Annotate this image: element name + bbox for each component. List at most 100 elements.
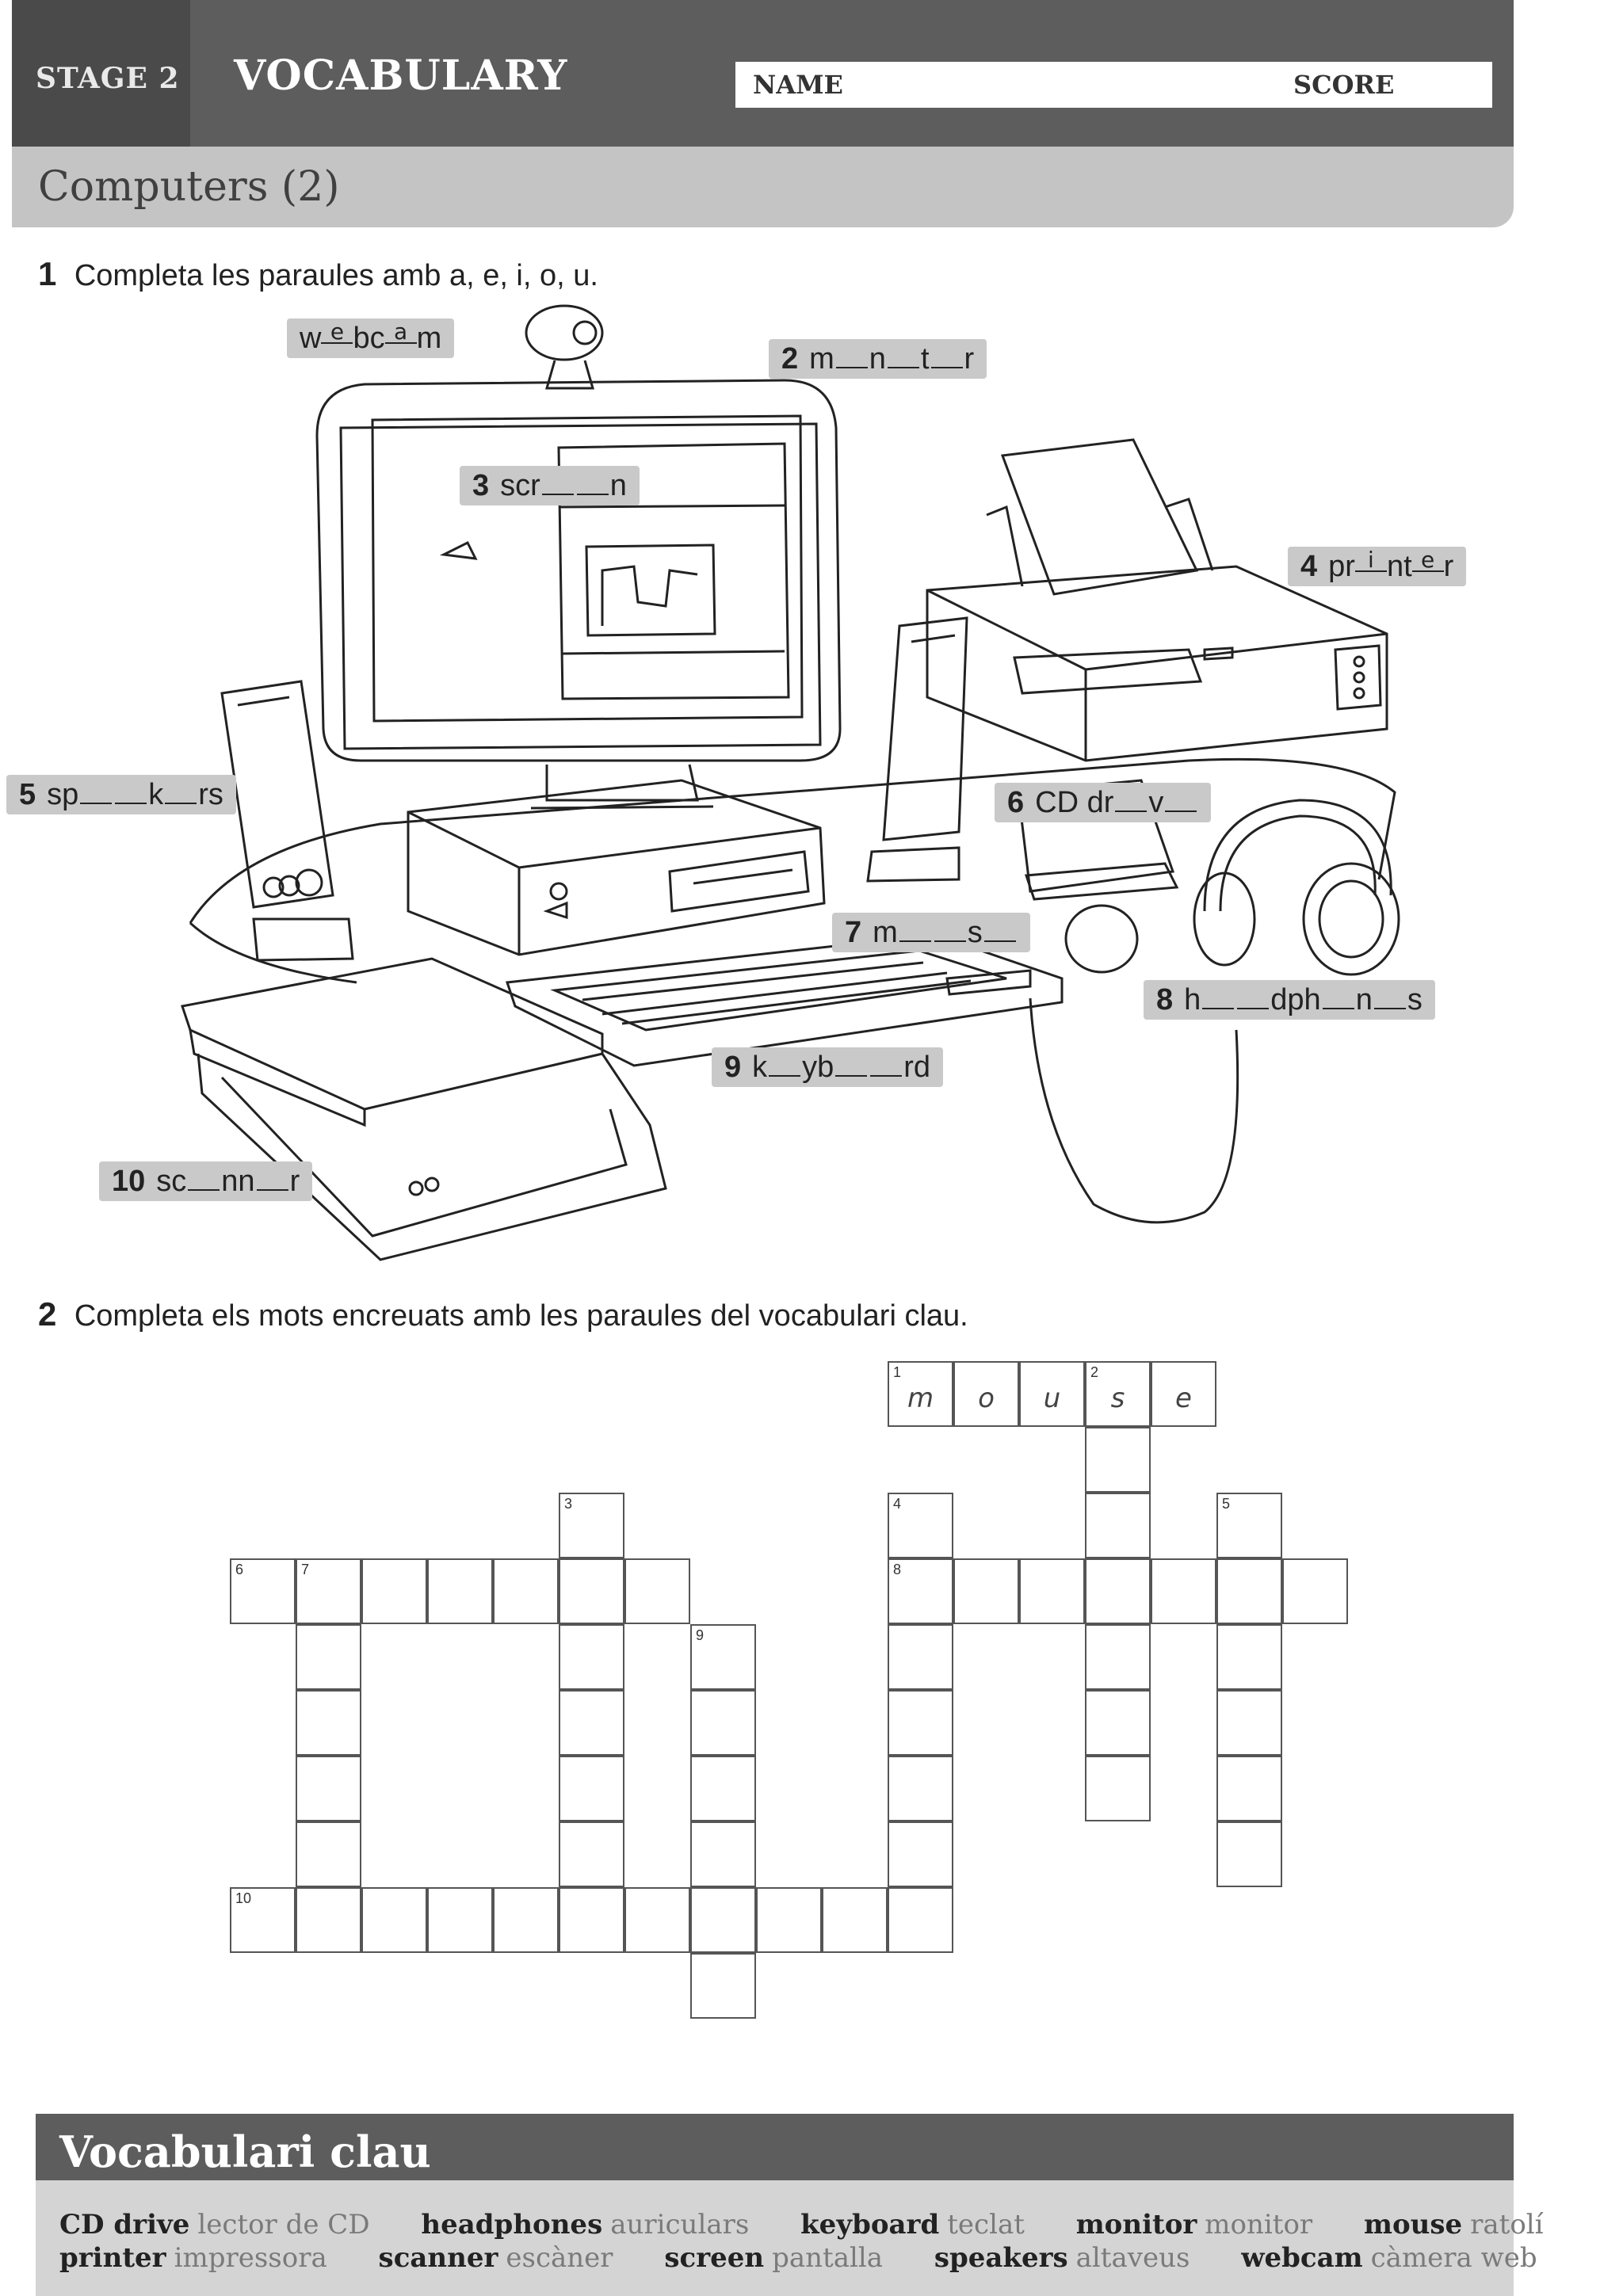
- vocabulary-list: [36, 2180, 1514, 2296]
- crossword-cell[interactable]: [559, 1558, 624, 1624]
- crossword-cell[interactable]: [1216, 1690, 1282, 1756]
- crossword-cell[interactable]: [361, 1558, 427, 1624]
- crossword-cell[interactable]: [1085, 1493, 1151, 1558]
- stage-label: STAGE 2: [36, 62, 180, 95]
- crossword-cell[interactable]: [1282, 1558, 1348, 1624]
- right-speaker-drawing: [866, 616, 968, 883]
- headphones-drawing: [1193, 799, 1400, 976]
- crossword-cell[interactable]: [756, 1887, 822, 1953]
- crossword-cell[interactable]: [690, 1756, 756, 1821]
- crossword-cell[interactable]: [493, 1887, 559, 1953]
- crossword-cell[interactable]: [690, 1690, 756, 1756]
- monitor-drawing: [315, 379, 842, 810]
- crossword-cell[interactable]: 7: [296, 1558, 361, 1624]
- scanner-drawing: [181, 957, 667, 1261]
- exercise-1-heading: 1 Completa les paraules amb a, e, i, o, …: [38, 255, 598, 293]
- crossword-cell[interactable]: [296, 1756, 361, 1821]
- clue-number: 3: [564, 1496, 573, 1512]
- crossword-cell[interactable]: [1085, 1690, 1151, 1756]
- clue-number: 4: [893, 1496, 902, 1512]
- crossword-cell[interactable]: [888, 1821, 953, 1887]
- filled-letter: u: [1043, 1383, 1061, 1414]
- crossword-cell[interactable]: [1216, 1624, 1282, 1690]
- crossword-cell[interactable]: [296, 1887, 361, 1953]
- crossword-cell[interactable]: [1085, 1624, 1151, 1690]
- crossword-cell[interactable]: 6: [230, 1558, 296, 1624]
- exercise-2-instruction: Completa els mots encreuats amb les para…: [74, 1299, 968, 1333]
- crossword-cell[interactable]: 5: [1216, 1493, 1282, 1558]
- crossword-cell[interactable]: [690, 1821, 756, 1887]
- crossword-cell[interactable]: [296, 1690, 361, 1756]
- crossword-cell[interactable]: [1019, 1558, 1085, 1624]
- crossword-cell[interactable]: [624, 1887, 690, 1953]
- crossword-cell[interactable]: [559, 1821, 624, 1887]
- crossword-cell[interactable]: [1216, 1756, 1282, 1821]
- filled-letter: e: [1175, 1383, 1192, 1414]
- crossword-cell[interactable]: 9: [690, 1624, 756, 1690]
- vocabulary-header: [36, 2114, 1514, 2183]
- crossword-cell[interactable]: 8: [888, 1558, 953, 1624]
- clue-number: 1: [893, 1364, 902, 1380]
- crossword-cell[interactable]: [559, 1624, 624, 1690]
- clue-number: 5: [1222, 1496, 1231, 1512]
- crossword-cell[interactable]: [559, 1756, 624, 1821]
- keyboard-drawing: [505, 933, 1064, 1067]
- filled-letter: m: [907, 1383, 934, 1414]
- clue-number: 9: [696, 1627, 705, 1643]
- crossword-cell[interactable]: [1216, 1821, 1282, 1887]
- printer-drawing: [926, 438, 1388, 762]
- crossword-cell[interactable]: [427, 1887, 493, 1953]
- crossword-cell[interactable]: 4: [888, 1493, 953, 1558]
- filled-letter: s: [1110, 1383, 1125, 1414]
- crossword-cell[interactable]: [888, 1887, 953, 1953]
- crossword-cell[interactable]: [427, 1558, 493, 1624]
- crossword-cell[interactable]: [296, 1624, 361, 1690]
- clue-number: 7: [301, 1562, 310, 1577]
- vocabulary-title: Vocabulari clau: [59, 2126, 431, 2177]
- computer-case-drawing: [407, 779, 826, 956]
- crossword-cell[interactable]: [493, 1558, 559, 1624]
- crossword-cell[interactable]: [1085, 1427, 1151, 1493]
- crossword-cell[interactable]: [1085, 1558, 1151, 1624]
- exercise-2-heading: 2 Completa els mots encreuats amb les pa…: [38, 1295, 968, 1333]
- crossword-cell[interactable]: [1216, 1558, 1282, 1624]
- crossword-cell[interactable]: [888, 1756, 953, 1821]
- crossword-cell[interactable]: [361, 1887, 427, 1953]
- page-title: VOCABULARY: [234, 51, 568, 100]
- crossword-cell[interactable]: [1151, 1558, 1216, 1624]
- crossword-cell[interactable]: [822, 1887, 888, 1953]
- crossword-cell[interactable]: [296, 1821, 361, 1887]
- crossword-cell[interactable]: [1085, 1756, 1151, 1821]
- crossword-cell[interactable]: [888, 1624, 953, 1690]
- crossword-cell[interactable]: [559, 1887, 624, 1953]
- clue-number: 6: [235, 1562, 244, 1577]
- crossword-cell[interactable]: [690, 1953, 756, 2019]
- crossword-cell[interactable]: [624, 1558, 690, 1624]
- crossword-cell[interactable]: e: [1151, 1361, 1216, 1427]
- crossword-cell[interactable]: 10: [230, 1887, 296, 1953]
- mouse-drawing: [1029, 904, 1239, 1224]
- crossword-cell[interactable]: 3: [559, 1493, 624, 1558]
- crossword-cell[interactable]: [888, 1690, 953, 1756]
- crossword-cell[interactable]: [953, 1558, 1019, 1624]
- crossword-cell[interactable]: [559, 1690, 624, 1756]
- crossword-cell[interactable]: u: [1019, 1361, 1085, 1427]
- exercise-1-number: 1: [38, 255, 57, 292]
- name-score-field[interactable]: [735, 62, 1492, 108]
- crossword-cell[interactable]: [690, 1887, 756, 1953]
- exercise-1-instruction: Completa les paraules amb a, e, i, o, u.: [74, 259, 598, 292]
- crossword-cell[interactable]: o: [953, 1361, 1019, 1427]
